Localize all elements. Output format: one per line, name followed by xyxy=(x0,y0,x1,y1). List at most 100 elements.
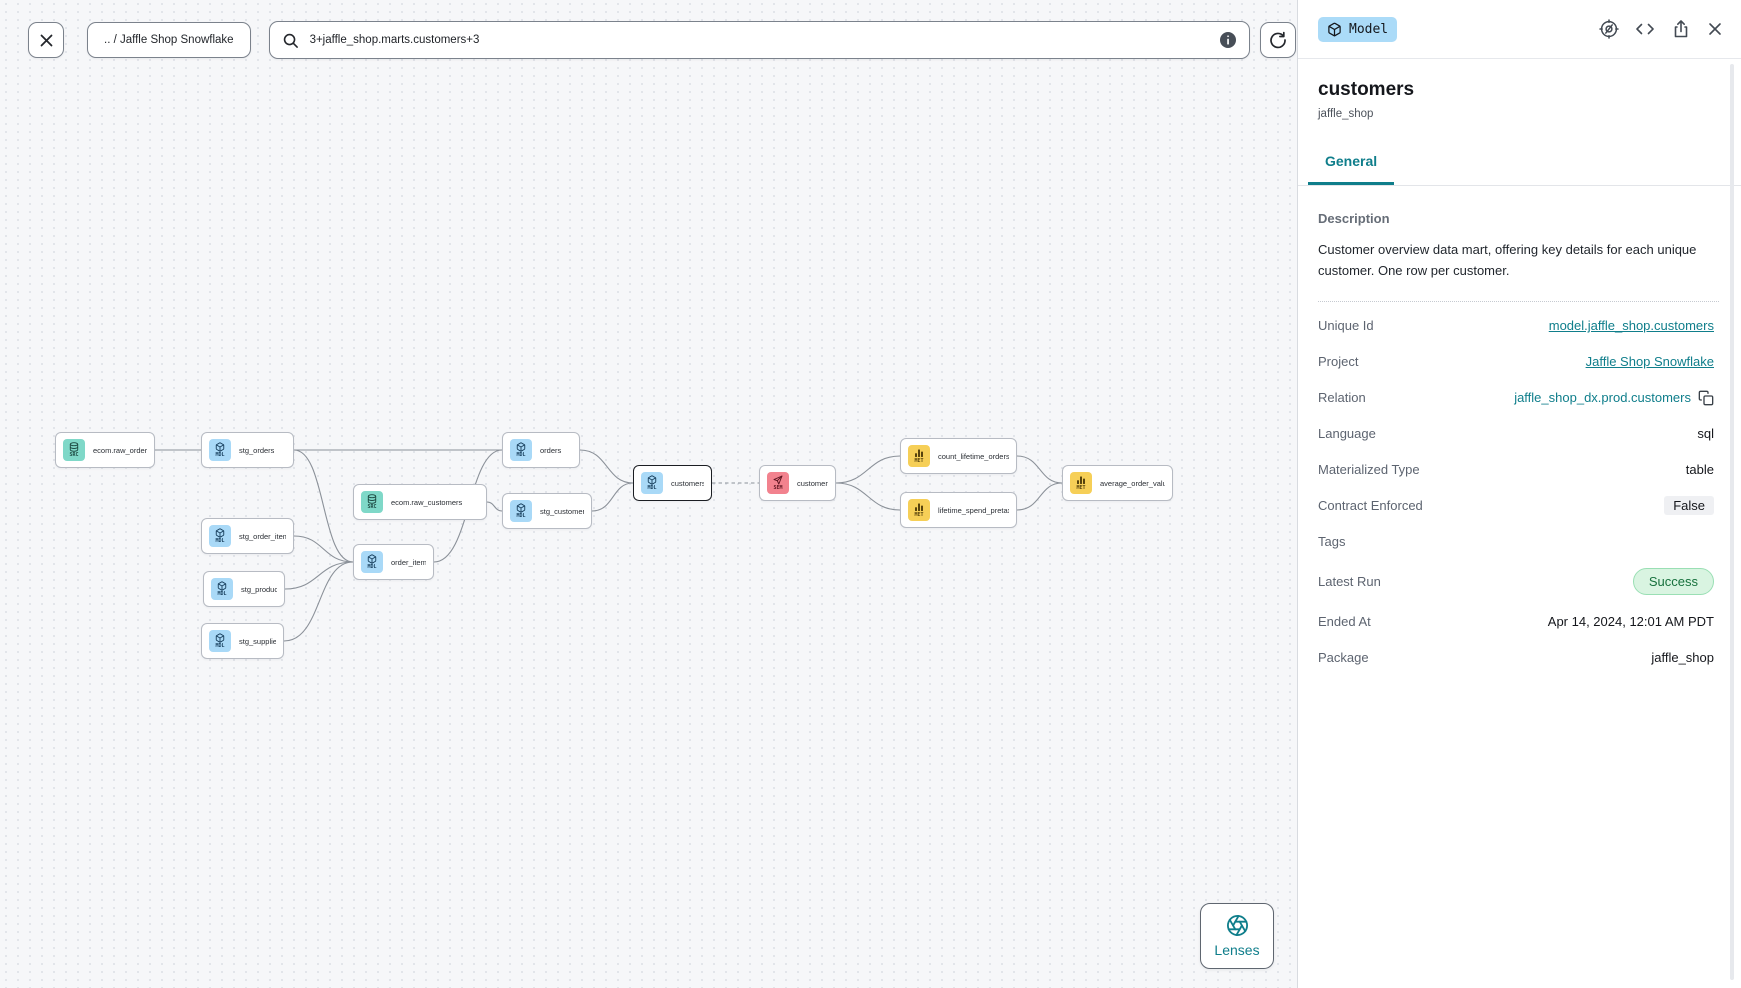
graph-node-customers_sem[interactable]: SEMcustomers xyxy=(759,465,836,501)
field-row-contract-enforced: Contract Enforced False xyxy=(1318,488,1714,524)
model-type-badge: Model xyxy=(1318,16,1398,42)
panel-header: Model xyxy=(1298,0,1741,59)
node-label: stg_supplies xyxy=(239,636,276,646)
search-input[interactable] xyxy=(307,33,1210,47)
field-value: False xyxy=(1664,496,1714,516)
field-value: sql xyxy=(1697,426,1714,442)
field-label: Unique Id xyxy=(1318,318,1374,334)
node-label: average_order_value xyxy=(1100,478,1165,488)
cube-icon: MDL xyxy=(510,500,532,522)
lenses-label: Lenses xyxy=(1214,942,1260,958)
graph-node-stg_supplies[interactable]: MDL stg_supplies xyxy=(201,623,284,659)
database-icon: SRC xyxy=(63,439,85,461)
graph-node-stg_order_items[interactable]: MDL stg_order_items xyxy=(201,518,294,554)
field-label: Tags xyxy=(1318,534,1346,550)
cube-icon: MDL xyxy=(641,472,663,494)
field-label: Package xyxy=(1318,650,1369,666)
field-row-unique-id: Unique Id model.jaffle_shop.customers xyxy=(1318,308,1714,344)
edge-stg_orders-to-order_items xyxy=(293,449,354,563)
edge-customers_sem-to-count_lifetime_orders xyxy=(835,455,901,484)
field-label: Latest Run xyxy=(1318,574,1381,590)
field-label: Ended At xyxy=(1318,614,1371,630)
bar-chart-icon: MET xyxy=(1070,472,1092,494)
node-label: stg_customers xyxy=(540,506,584,516)
field-label: Project xyxy=(1318,354,1359,370)
field-row-latest-run: Latest Run Success xyxy=(1318,560,1714,604)
cube-icon: MDL xyxy=(209,630,231,652)
node-label: lifetime_spend_pretax xyxy=(938,505,1009,515)
database-icon: SRC xyxy=(361,491,383,513)
share-icon xyxy=(1671,19,1691,39)
edge-stg_order_items-to-order_items xyxy=(293,535,354,563)
explore-lineage-button[interactable] xyxy=(1599,19,1619,39)
field-row-language: Language sql xyxy=(1318,416,1714,452)
node-label: customers xyxy=(797,478,828,488)
edge-stg_supplies-to-order_items xyxy=(283,561,354,642)
graph-node-stg_customers[interactable]: MDL stg_customers xyxy=(502,493,592,529)
graph-node-stg_orders[interactable]: MDL stg_orders xyxy=(201,432,294,468)
refresh-button[interactable] xyxy=(1259,22,1296,58)
lineage-toolbar: .. / Jaffle Shop Snowflake xyxy=(28,21,1296,59)
field-label: Contract Enforced xyxy=(1318,498,1423,514)
refresh-icon xyxy=(1269,31,1287,49)
graph-node-count_lifetime_orders[interactable]: MET count_lifetime_orders xyxy=(900,438,1017,474)
node-label: ecom.raw_customers xyxy=(391,497,463,507)
cube-icon: MDL xyxy=(209,439,231,461)
close-lineage-button[interactable] xyxy=(28,22,64,58)
lineage-edges xyxy=(155,449,1063,642)
view-code-button[interactable] xyxy=(1635,19,1655,39)
description-header: Description xyxy=(1318,211,1390,226)
compass-icon xyxy=(1599,19,1619,39)
field-label: Language xyxy=(1318,426,1376,442)
breadcrumb[interactable]: .. / Jaffle Shop Snowflake xyxy=(87,22,251,58)
close-icon xyxy=(1707,21,1723,37)
cube-icon xyxy=(1327,22,1342,37)
field-row-tags: Tags xyxy=(1318,524,1714,560)
info-icon[interactable] xyxy=(1219,31,1237,49)
node-label: stg_orders xyxy=(239,445,275,455)
close-panel-button[interactable] xyxy=(1707,21,1723,37)
field-row-project: Project Jaffle Shop Snowflake xyxy=(1318,344,1714,380)
details-panel: Model xyxy=(1297,0,1741,988)
close-icon xyxy=(39,33,54,48)
graph-node-average_order_value[interactable]: MET average_order_value xyxy=(1062,465,1173,501)
status-badge: Success xyxy=(1632,568,1714,596)
edge-count_lifetime_orders-to-average_order_value xyxy=(1016,455,1063,484)
node-label: stg_products xyxy=(241,584,277,594)
page-subtitle: jaffle_shop xyxy=(1318,108,1374,120)
cube-icon: MDL xyxy=(209,525,231,547)
copy-icon[interactable] xyxy=(1698,390,1714,406)
field-value: table xyxy=(1685,462,1714,478)
field-value[interactable]: Jaffle Shop Snowflake xyxy=(1585,354,1714,370)
panel-tabs: General xyxy=(1298,153,1741,186)
share-button[interactable] xyxy=(1671,19,1691,39)
model-type-badge-label: Model xyxy=(1349,21,1389,37)
node-label: stg_order_items xyxy=(239,531,286,541)
graph-node-ecom.raw_customers[interactable]: SRC ecom.raw_customers xyxy=(353,484,487,520)
aperture-icon xyxy=(1226,914,1249,937)
field-label: Relation xyxy=(1318,390,1366,406)
bar-chart-icon: MET xyxy=(908,445,930,467)
edge-lifetime_spend_pretax-to-average_order_value xyxy=(1016,482,1063,511)
field-value[interactable]: model.jaffle_shop.customers xyxy=(1548,318,1714,334)
node-label: order_items xyxy=(391,557,426,567)
description-text: Customer overview data mart, offering ke… xyxy=(1318,239,1719,302)
node-label: count_lifetime_orders xyxy=(938,451,1009,461)
panel-scrollbar[interactable] xyxy=(1730,64,1734,980)
tab-general[interactable]: General xyxy=(1308,153,1395,185)
page-title: customers xyxy=(1318,79,1415,100)
lenses-button[interactable]: Lenses xyxy=(1200,903,1274,969)
